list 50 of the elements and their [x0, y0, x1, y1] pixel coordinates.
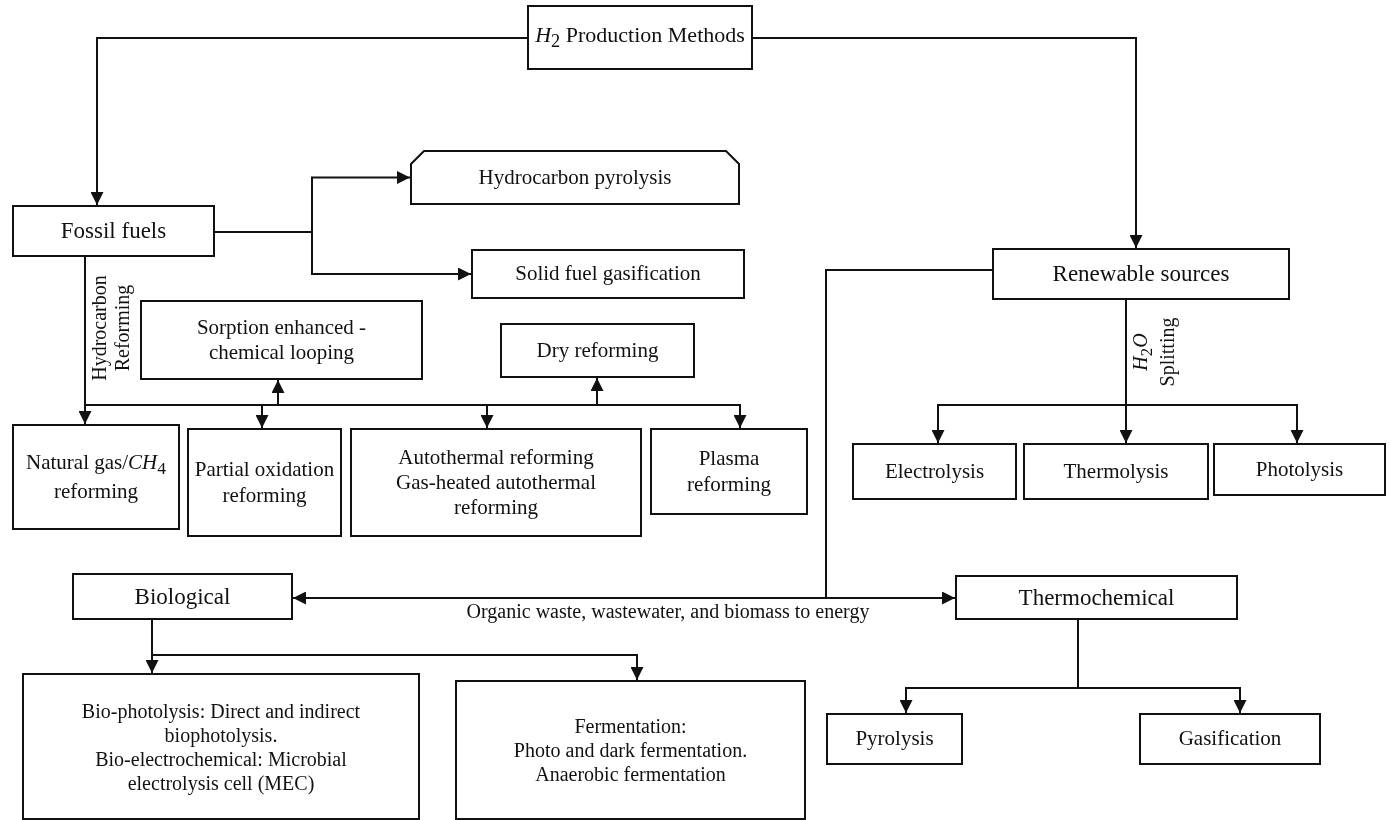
node-text: Solid fuel gasification [515, 261, 701, 287]
connector-arrow [1077, 619, 1247, 714]
process-box [187, 428, 342, 537]
process-box [350, 428, 642, 537]
process-box [22, 673, 420, 820]
chamfered-box [410, 150, 740, 205]
connector-arrow [214, 231, 472, 281]
process-box [1213, 443, 1386, 496]
process-box [500, 323, 695, 378]
node-text: Bio-electrochemical: Microbial electrolysis cell (MEC) [94, 747, 348, 795]
process-box [650, 428, 808, 515]
process-box [471, 249, 745, 299]
node-text: Photolysis [1255, 456, 1344, 483]
node-text: Fossil fuels [60, 217, 167, 245]
connector-arrow [90, 37, 528, 206]
node-text: Sorption enhanced - chemical looping [195, 314, 368, 366]
node-text: Thermolysis [1063, 458, 1169, 485]
process-box [140, 300, 423, 380]
process-box [455, 680, 806, 820]
node-text: Partial oxidation reforming [193, 457, 336, 508]
process-box [1023, 443, 1209, 500]
node-text: Plasma reforming [686, 446, 772, 497]
node-text: Natural gas/CH$_{4}$ reforming [25, 449, 167, 505]
process-box [955, 575, 1238, 620]
process-box [72, 573, 293, 620]
connector-arrow [1125, 299, 1304, 444]
process-box [826, 713, 963, 765]
node-text: Biological [134, 582, 231, 611]
node-text: Gasification [1178, 726, 1282, 752]
node-text: Anaerobic fermentation [535, 762, 726, 786]
node-text: Photo and dark fermentation. [513, 738, 748, 762]
process-box [12, 205, 215, 257]
node-text: Bio-photolysis: Direct and indirect biophotolysis. [80, 698, 362, 747]
node-text: Pyrolysis [855, 726, 934, 752]
connector-arrow [752, 37, 1143, 249]
node-text: Hydrocarbon pyrolysis [478, 164, 672, 191]
process-box [527, 5, 753, 70]
node-text: Gas-heated autothermal reforming [395, 469, 597, 521]
node-text: Electrolysis [884, 458, 985, 485]
node-text: Thermochemical [1018, 583, 1175, 612]
node-text: Fermentation: [574, 714, 687, 738]
process-box [852, 443, 1017, 500]
node-text: H$_{2}$ Production Methods [535, 21, 745, 54]
process-box [12, 424, 180, 530]
process-box [1139, 713, 1321, 765]
process-box [992, 248, 1290, 300]
node-text: Autothermal reforming [398, 444, 594, 470]
node-text: Dry reforming [536, 337, 659, 364]
edge-label: Hydrocarbon Reforming [88, 274, 134, 383]
node-text: Renewable sources [1052, 260, 1230, 288]
